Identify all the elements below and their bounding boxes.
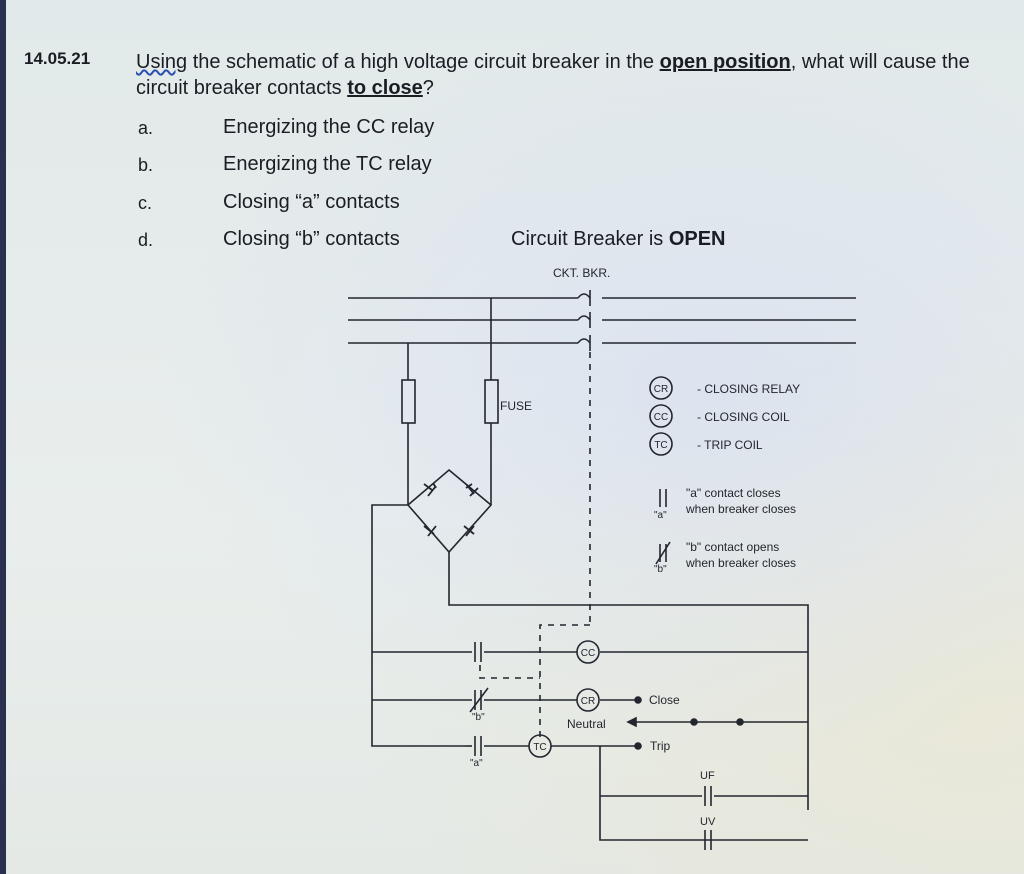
neutral-label: Neutral <box>567 717 606 731</box>
b-contact-desc-line1: "b" contact opens <box>686 540 779 554</box>
ckt-bkr-label: CKT. BKR. <box>553 266 610 280</box>
legend-cc-symbol: CC <box>654 412 668 423</box>
option-d-letter: d. <box>138 230 154 250</box>
a-contact-tag-rung: "a" <box>470 758 483 769</box>
trip-terminal-dot <box>634 742 642 750</box>
question-emphasis-open-position: open position <box>659 51 791 73</box>
option-a-letter: a. <box>138 118 154 138</box>
question-emphasis-to-close: to close <box>347 77 423 99</box>
a-contact-desc-line2: when breaker closes <box>685 502 796 516</box>
uv-label: UV <box>700 816 716 828</box>
question-number: 14.05.21 <box>24 49 91 68</box>
question-text-part2: , what will cause the circuit breaker co… <box>136 51 970 99</box>
neutral-line <box>626 716 808 728</box>
breaker-status-label: Circuit Breaker is <box>511 228 669 250</box>
option-a-text[interactable]: Energizing the CC relay <box>223 116 435 138</box>
phase-lines <box>348 297 856 344</box>
coil-cr <box>576 688 600 712</box>
coil-tc <box>528 734 552 758</box>
protective-contacts <box>599 746 808 850</box>
linkage-branch <box>539 624 590 740</box>
uf-label: UF <box>700 770 715 782</box>
dc-negative-bus <box>371 504 465 747</box>
a-contact-legend-tag: "a" <box>654 510 667 521</box>
coil-cc <box>576 640 600 664</box>
legend-cr-desc: - CLOSING RELAY <box>697 382 800 396</box>
bridge-rectifier <box>406 468 493 554</box>
close-terminal-dot <box>634 696 642 704</box>
b-contact-tag-rung: "b" <box>472 712 485 723</box>
question-text: Using the schematic of a high voltage ci… <box>136 49 996 101</box>
option-d-text[interactable]: Closing “b” contacts <box>223 228 400 250</box>
trip-label: Trip <box>650 739 671 753</box>
rung-trip-coil <box>465 736 636 756</box>
legend-tc-symbol: TC <box>654 440 667 451</box>
option-b-text[interactable]: Energizing the TC relay <box>223 153 432 175</box>
legend-cr-symbol: CR <box>654 384 668 395</box>
legend <box>649 376 673 456</box>
coil-cc-label: CC <box>581 648 595 659</box>
monitor-bezel <box>0 0 6 874</box>
question-text-part3: ? <box>422 77 434 99</box>
question-word-using: Using <box>136 51 188 73</box>
fuse-right <box>484 298 499 505</box>
rung-closing-relay <box>372 687 636 713</box>
close-label: Close <box>649 693 680 707</box>
fuse-left <box>401 343 416 505</box>
option-c-letter: c. <box>138 193 153 213</box>
dc-positive-bus <box>448 552 809 810</box>
breaker-status: Circuit Breaker is OPEN <box>511 228 726 251</box>
rung-closing-coil <box>372 642 808 662</box>
option-c-text[interactable]: Closing “a” contacts <box>223 191 400 213</box>
breaker-main-contacts <box>577 290 591 351</box>
breaker-status-value: OPEN <box>668 228 726 250</box>
linkage-to-a-contact <box>479 665 540 679</box>
b-contact-desc-line2: when breaker closes <box>685 556 796 570</box>
fuse-label: FUSE <box>500 399 532 413</box>
a-contact-desc-line1: "a" contact closes <box>686 486 781 500</box>
legend-cc-desc: - CLOSING COIL <box>697 410 790 424</box>
b-contact-legend-tag: "b" <box>654 564 667 575</box>
question-text-part1: the schematic of a high voltage circuit … <box>187 51 660 73</box>
coil-cr-label: CR <box>581 696 595 707</box>
legend-tc-desc: - TRIP COIL <box>697 438 763 452</box>
b-contact-symbol <box>655 541 671 565</box>
a-contact-symbol <box>659 489 667 507</box>
option-b-letter: b. <box>138 155 154 175</box>
coil-tc-label: TC <box>533 742 546 753</box>
